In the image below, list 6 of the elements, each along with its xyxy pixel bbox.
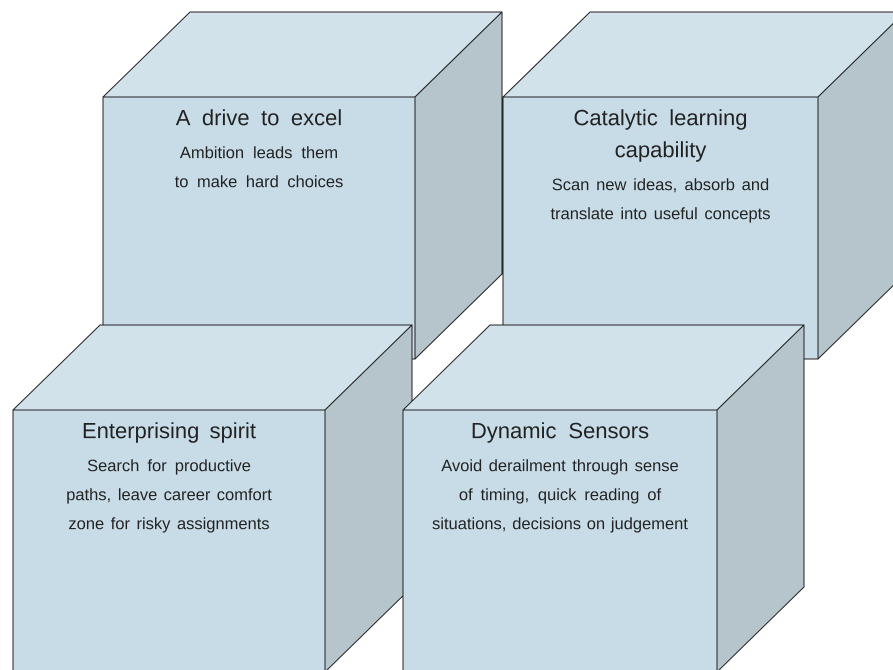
cube: Enterprising spirit Search for productive paths, leave career comfort zone for risky assignments (12, 324, 412, 670)
cube: Dynamic Sensors Avoid derailment through sense of timing, quick reading of situations, decisions on judgement (402, 324, 804, 670)
cube: A drive to excel Ambition leads them to make hard choices (102, 12, 502, 360)
cube: Catalytic learning capability Scan new ideas, absorb and translate into useful concepts (502, 12, 893, 360)
node-label: Enterprising spirit (84, 422, 256, 443)
node-label: Search for productive paths, leave career comfort zone for risky assignments (67, 459, 272, 533)
